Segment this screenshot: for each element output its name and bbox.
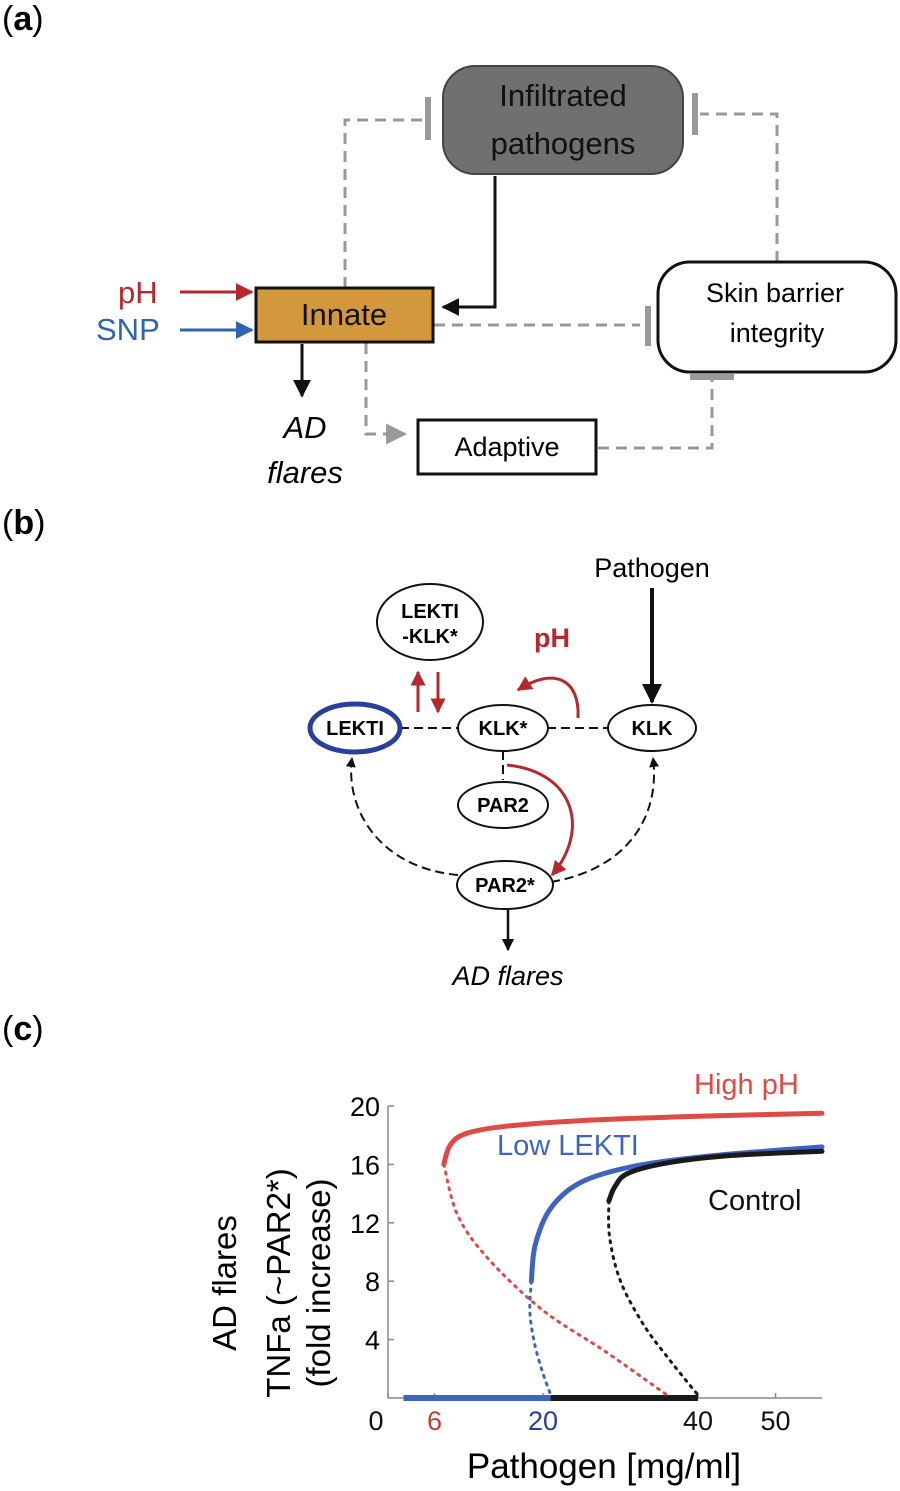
- low-lekti-series-label: Low LEKTI: [497, 1130, 639, 1162]
- ad-flares-label-2: flares: [267, 455, 343, 490]
- y-ticks: 20 16 12 8 4: [350, 1092, 394, 1356]
- pathogens-to-innate-arrow: [441, 176, 497, 316]
- infiltrated-pathogens-label-2: pathogens: [491, 126, 636, 161]
- panel-c-label: (c): [2, 1010, 44, 1048]
- x-tick-label: 20: [528, 1406, 558, 1436]
- y-tick-label: 4: [365, 1326, 380, 1356]
- y-axis-label-2: TNFa (~PAR2*): [260, 1168, 297, 1398]
- y-axis-label-1: AD flares: [206, 1215, 243, 1351]
- x-tick-label: 0: [368, 1406, 383, 1436]
- innate-to-adaptive-line: [364, 343, 408, 445]
- panel-c: (c) AD flares TNFa (~PAR2*) (fold increa…: [2, 1010, 825, 1486]
- adaptive-label: Adaptive: [454, 432, 559, 462]
- klk-node: [607, 704, 697, 752]
- par2star-to-lekti-link: [345, 757, 459, 876]
- series-layer: [403, 1110, 825, 1401]
- x-tick-label: 50: [760, 1406, 790, 1436]
- high-ph-unstable-branch: [442, 1162, 669, 1397]
- par2star-to-klk-link: [550, 757, 660, 883]
- par2-node: [457, 781, 549, 829]
- klk-label: KLK: [631, 718, 673, 740]
- x-axis-label: Pathogen [mg/ml]: [467, 1447, 741, 1486]
- snp-label: SNP: [96, 312, 160, 347]
- adaptive-inhibits-skin-line: [598, 380, 714, 450]
- klk-star-node: [457, 704, 549, 752]
- par2-star-node: [456, 860, 554, 910]
- control-unstable-branch: [607, 1199, 700, 1397]
- skin-inhibits-pathogens-line: [700, 112, 779, 262]
- skin-barrier-label-1: Skin barrier: [706, 278, 844, 308]
- par2-label: PAR2: [477, 795, 529, 817]
- skin-barrier-node: [656, 260, 898, 374]
- y-axis-label-3: (fold increase): [300, 1178, 337, 1387]
- klkstar-activates-par2-arrow: [506, 763, 574, 877]
- panel-a-label: (a): [2, 0, 44, 38]
- innate-node: [254, 286, 435, 344]
- x-tick-label: 40: [683, 1406, 713, 1436]
- lekti-klk-complex-node: [376, 583, 484, 661]
- control-high-branch: [606, 1148, 825, 1204]
- y-tick-label: 20: [350, 1092, 380, 1122]
- x-tick-label: 6: [427, 1406, 442, 1436]
- infiltrated-pathogens-label-1: Infiltrated: [499, 78, 627, 113]
- b-dashed-links: [345, 727, 660, 883]
- lekti-label: LEKTI: [326, 718, 384, 740]
- y-tick-label: 8: [365, 1267, 380, 1297]
- high-ph-series-label: High pH: [694, 1069, 799, 1101]
- high-ph-high-branch: [441, 1110, 825, 1167]
- low-lekti-unstable-branch: [528, 1279, 553, 1397]
- adaptive-node: [416, 418, 598, 476]
- panel-a: (a) Infiltrated pathogens Innate pH SNP: [2, 0, 898, 490]
- inhibition-links: [343, 112, 779, 450]
- lekti-klk-label-2: -KLK*: [402, 626, 458, 648]
- innate-label: Innate: [301, 297, 387, 332]
- klk-star-label: KLK*: [479, 718, 528, 740]
- skin-barrier-label-2: integrity: [730, 318, 825, 348]
- lekti-klk-label-1: LEKTI: [401, 601, 459, 623]
- inhibition-bars: [425, 93, 734, 380]
- ad-flares-label-1: AD: [281, 410, 326, 445]
- par2-star-label: PAR2*: [475, 875, 535, 897]
- infiltrated-pathogens-node: [442, 65, 684, 175]
- control-series-label: Control: [708, 1185, 802, 1217]
- y-tick-label: 12: [350, 1209, 380, 1239]
- ph-label: pH: [118, 275, 158, 310]
- innate-inhibits-pathogens-line: [343, 118, 425, 288]
- lekti-node: [307, 701, 403, 755]
- panel-b-label: (b): [2, 504, 45, 542]
- y-tick-label: 16: [350, 1150, 380, 1180]
- pathogen-label: Pathogen: [594, 553, 710, 583]
- ph-activation-arrow: [516, 676, 580, 719]
- b-ad-flares-label: AD flares: [450, 961, 563, 991]
- b-ph-label: pH: [534, 623, 570, 653]
- panel-b: (b) Pathogen LEKTI -KLK* pH LEKTI KLK*: [2, 504, 710, 991]
